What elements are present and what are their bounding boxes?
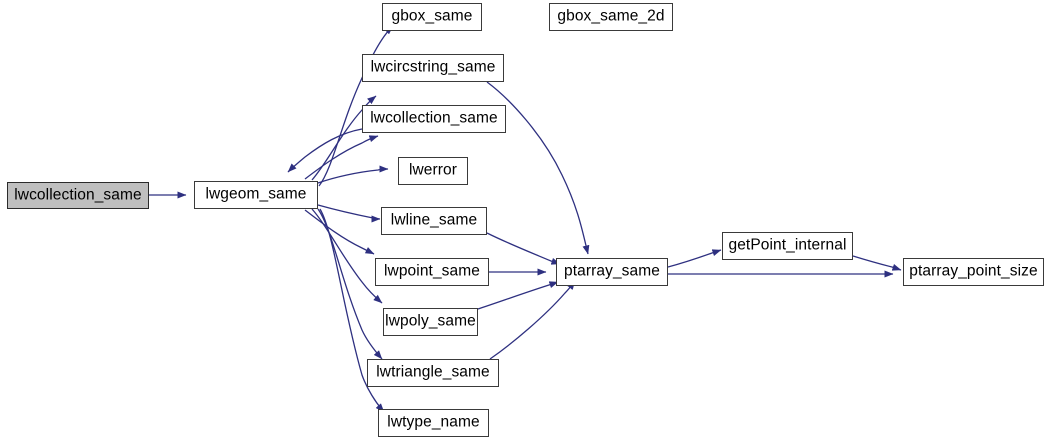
node-lwline_same[interactable]: lwline_same xyxy=(381,207,487,235)
node-label: lwtype_name xyxy=(387,413,480,431)
node-label: lwline_same xyxy=(390,211,478,229)
edge-lwgeom_same-to-lwtype_name xyxy=(319,208,385,413)
node-label: lwcollection_same xyxy=(14,186,142,204)
node-label: lwpoint_same xyxy=(384,262,480,280)
node-ptarray_point_size[interactable]: ptarray_point_size xyxy=(903,258,1044,286)
node-label: gbox_same_2d xyxy=(557,7,665,25)
node-lwcircstring_same[interactable]: lwcircstring_same xyxy=(362,54,504,82)
node-lwgeom_same[interactable]: lwgeom_same xyxy=(194,181,318,209)
node-label: lwerror xyxy=(408,161,458,179)
node-lwpoly_same[interactable]: lwpoly_same xyxy=(383,308,478,336)
edge-lwgeom_same-to-lwpoint_same xyxy=(304,209,375,255)
node-lwpoint_same[interactable]: lwpoint_same xyxy=(375,258,489,286)
node-label: lwgeom_same xyxy=(205,185,307,203)
edge-lwgeom_same-to-lwline_same xyxy=(317,204,381,223)
edge-lwgeom_same-to-gbox_same xyxy=(318,25,394,187)
node-label: lwcircstring_same xyxy=(370,58,496,76)
node-label: lwtriangle_same xyxy=(376,363,490,381)
node-label: getPoint_internal xyxy=(728,236,847,254)
node-label: ptarray_same xyxy=(564,262,660,280)
node-label: ptarray_point_size xyxy=(909,262,1038,280)
node-label: lwcollection_same xyxy=(370,109,498,127)
node-lwtype_name[interactable]: lwtype_name xyxy=(378,409,489,437)
node-gbox_same_2d[interactable]: gbox_same_2d xyxy=(549,3,673,31)
node-lwcollection_same_root[interactable]: lwcollection_same xyxy=(7,182,149,209)
node-label: lwpoly_same xyxy=(385,312,476,330)
edge-lwcircstring_same-to-ptarray_same xyxy=(486,81,590,255)
edge-lwline_same-to-ptarray_same xyxy=(486,232,561,265)
edge-group xyxy=(149,25,902,413)
node-lwtriangle_same[interactable]: lwtriangle_same xyxy=(367,359,499,387)
node-ptarray_same[interactable]: ptarray_same xyxy=(556,258,668,286)
edge-lwgeom_same-to-lwpoly_same xyxy=(311,208,383,304)
node-lwerror[interactable]: lwerror xyxy=(398,157,468,185)
edge-lwgeom_same-to-lwerror xyxy=(317,165,389,184)
node-gbox_same[interactable]: gbox_same xyxy=(382,3,482,31)
edge-ptarray_same-to-getPoint_internal xyxy=(667,249,722,268)
edge-lwgeom_same-to-lwcollection_same xyxy=(304,135,379,180)
edge-lwcollection_same-to-lwgeom_same xyxy=(287,128,363,173)
edge-lwpoly_same-to-ptarray_same xyxy=(477,281,559,310)
node-label: gbox_same xyxy=(391,7,473,25)
node-getPoint_internal[interactable]: getPoint_internal xyxy=(722,232,853,260)
edge-lwtriangle_same-to-ptarray_same xyxy=(489,280,576,360)
edge-lwgeom_same-to-lwcircstring_same xyxy=(311,95,377,181)
node-lwcollection_same[interactable]: lwcollection_same xyxy=(362,105,506,133)
edge-getPoint_internal-to-ptarray_point_size xyxy=(852,255,902,271)
